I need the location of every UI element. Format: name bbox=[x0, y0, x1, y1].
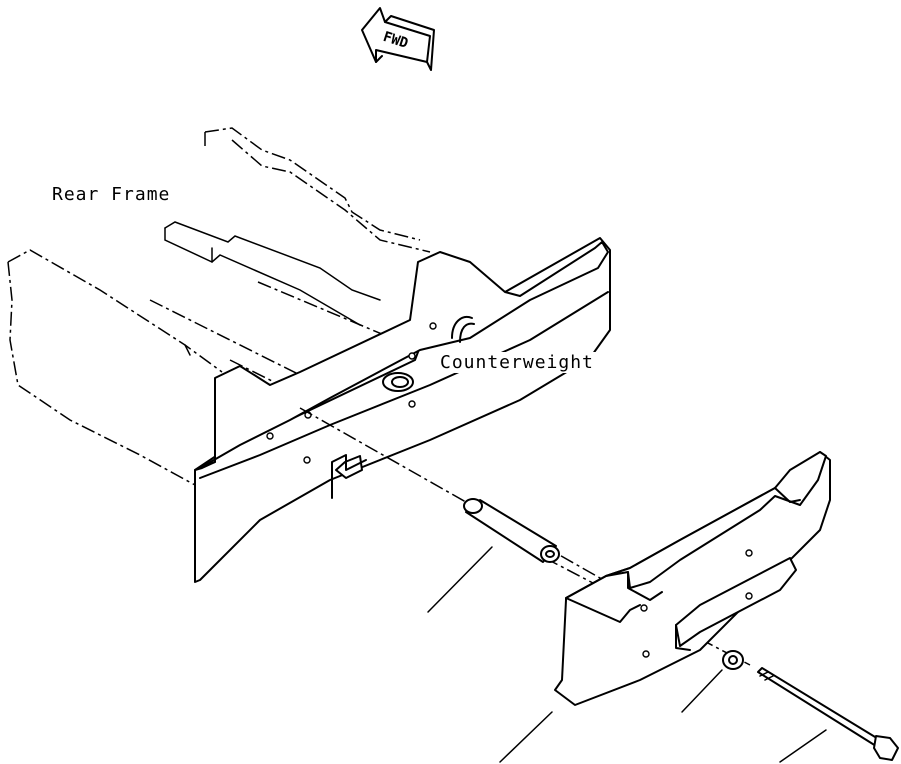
bolt-axis-line bbox=[544, 557, 751, 666]
fwd-text: FWD bbox=[381, 29, 410, 52]
bolt-part bbox=[757, 667, 899, 763]
rear-frame-label: Rear Frame bbox=[50, 184, 173, 205]
washer-part bbox=[681, 650, 744, 713]
fwd-arrow-icon: FWD bbox=[361, 7, 435, 71]
counterweight-installed bbox=[194, 237, 611, 583]
pin-part bbox=[427, 498, 560, 613]
counterweight-detached bbox=[499, 451, 831, 763]
counterweight-label: Counterweight bbox=[438, 352, 596, 373]
